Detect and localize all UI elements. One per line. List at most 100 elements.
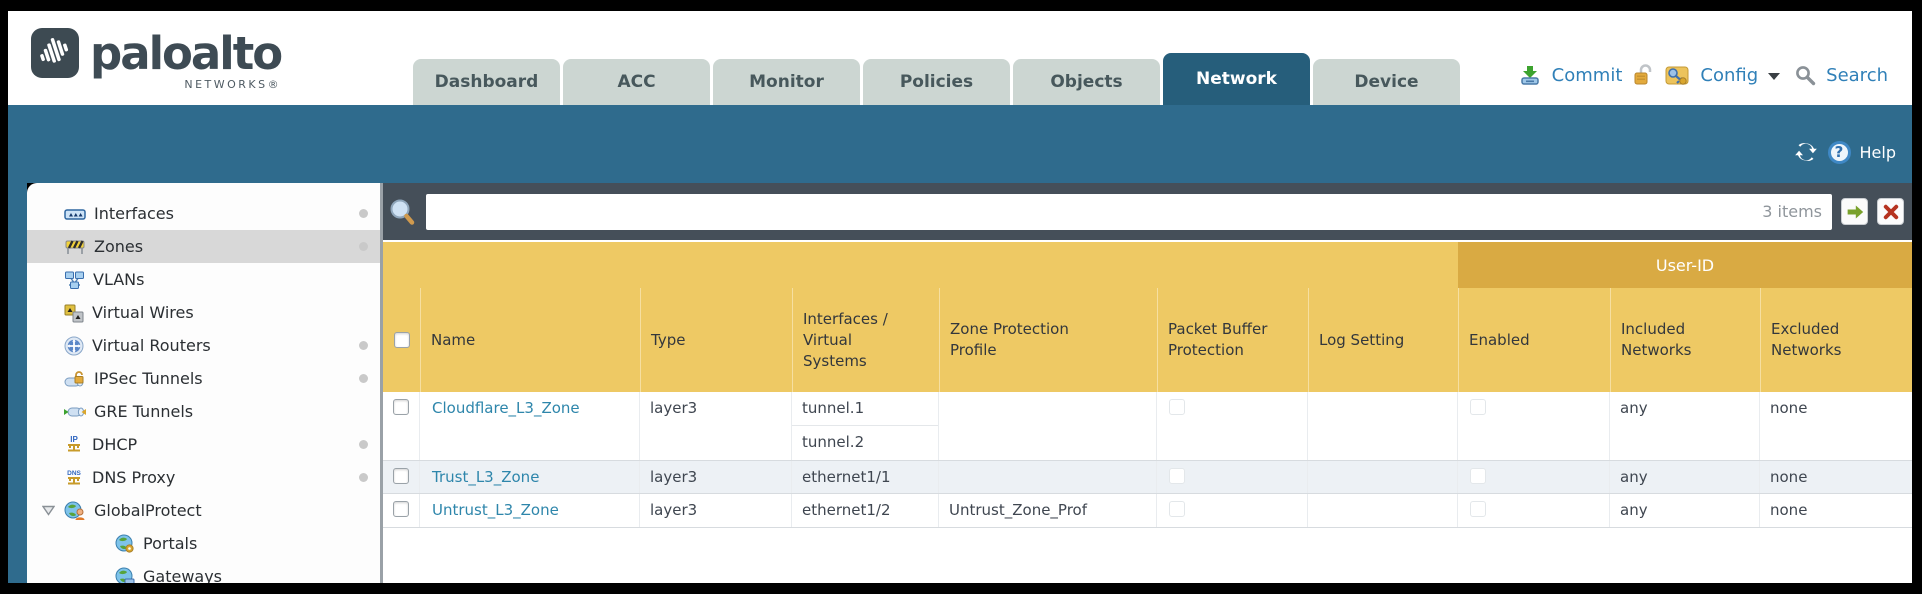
log-setting-cell: [1308, 461, 1458, 493]
column-header-name[interactable]: Name: [420, 288, 640, 392]
excluded-networks-cell: none: [1770, 501, 1808, 519]
sidebar-item-zones[interactable]: Zones: [27, 230, 380, 263]
packet-buffer-checkbox: [1169, 468, 1185, 484]
packet-buffer-protection-cell: [1157, 392, 1308, 460]
tab-dashboard[interactable]: Dashboard: [413, 59, 560, 105]
sidebar-item-dns-proxy[interactable]: DNS DNS Proxy: [27, 461, 380, 494]
column-header-enabled[interactable]: Enabled: [1458, 288, 1610, 392]
commit-icon[interactable]: [1518, 63, 1542, 87]
paloalto-logo: paloalto NETWORKS®: [30, 26, 283, 91]
filter-input[interactable]: [426, 196, 1763, 227]
globalprotect-icon: [64, 501, 86, 521]
enabled-checkbox: [1470, 468, 1486, 484]
status-dot: [359, 374, 368, 383]
sidebar-item-globalprotect[interactable]: GlobalProtect: [27, 494, 380, 527]
interface-subrow: tunnel.1: [792, 392, 938, 426]
chevron-down-icon[interactable]: [1768, 73, 1781, 80]
zones-main-panel: 3 items User-ID Name Type Interfaces / V…: [383, 183, 1912, 583]
row-checkbox[interactable]: [393, 501, 409, 517]
status-dot: [359, 440, 368, 449]
tab-acc[interactable]: ACC: [563, 59, 710, 105]
sidebar-item-interfaces[interactable]: Interfaces: [27, 197, 380, 230]
row-checkbox[interactable]: [393, 468, 409, 484]
sidebar-item-virtual-wires[interactable]: Virtual Wires: [27, 296, 380, 329]
tab-monitor[interactable]: Monitor: [713, 59, 860, 105]
row-checkbox[interactable]: [393, 399, 409, 415]
user-id-enabled-cell: [1458, 392, 1610, 460]
table-row: Cloudflare_L3_Zone layer3 tunnel.1 tunne…: [383, 392, 1912, 461]
column-header-type[interactable]: Type: [640, 288, 792, 392]
column-header-log-setting[interactable]: Log Setting: [1308, 288, 1458, 392]
excluded-networks-cell: none: [1770, 399, 1808, 417]
subheader-bar: ? Help: [8, 105, 1912, 183]
sidebar-item-gateways[interactable]: Gateways: [27, 560, 380, 583]
items-count: 3 items: [1762, 202, 1822, 221]
portals-icon: [115, 534, 135, 554]
column-header-included-networks[interactable]: Included Networks: [1610, 288, 1760, 392]
zone-interfaces-cell: ethernet1/1: [792, 461, 939, 493]
sidebar-item-virtual-routers[interactable]: Virtual Routers: [27, 329, 380, 362]
filter-search-icon: [390, 199, 415, 225]
ipsec-tunnels-icon: [64, 369, 86, 389]
main-nav-tabs: Dashboard ACC Monitor Policies Objects N…: [413, 53, 1460, 105]
commit-button[interactable]: Commit: [1551, 64, 1623, 86]
dns-proxy-icon: DNS: [64, 468, 84, 488]
gateways-icon: [115, 567, 135, 583]
help-icon[interactable]: ?: [1827, 140, 1851, 164]
lock-icon[interactable]: [1632, 63, 1654, 87]
packet-buffer-protection-cell: [1157, 494, 1308, 527]
help-link[interactable]: Help: [1859, 142, 1896, 162]
config-icon[interactable]: [1664, 63, 1690, 87]
filter-input-wrap: 3 items: [426, 193, 1832, 230]
vlans-icon: [64, 270, 85, 290]
sidebar-item-ipsec-tunnels[interactable]: IPSec Tunnels: [27, 362, 380, 395]
packet-buffer-checkbox: [1169, 399, 1185, 415]
zone-name-link[interactable]: Trust_L3_Zone: [432, 468, 540, 486]
apply-filter-button[interactable]: [1841, 198, 1868, 225]
zone-name-link[interactable]: Untrust_L3_Zone: [432, 501, 559, 519]
search-button[interactable]: Search: [1826, 64, 1888, 86]
column-header-packet-buffer-protection[interactable]: Packet Buffer Protection: [1157, 288, 1308, 392]
status-dot: [359, 209, 368, 218]
network-sidebar: Interfaces Zones VLANs Virtual Wires Vir…: [27, 183, 380, 583]
refresh-icon[interactable]: [1793, 139, 1819, 165]
zone-type-cell: layer3: [640, 494, 792, 527]
config-menu[interactable]: Config: [1700, 64, 1759, 86]
svg-text:DNS: DNS: [67, 470, 81, 477]
zone-name-link[interactable]: Cloudflare_L3_Zone: [432, 399, 580, 417]
tab-policies[interactable]: Policies: [863, 59, 1010, 105]
user-id-group-header: User-ID: [1458, 242, 1912, 288]
column-header-excluded-networks[interactable]: Excluded Networks: [1760, 288, 1912, 392]
paloalto-logo-icon: [31, 28, 79, 78]
log-setting-cell: [1308, 494, 1458, 527]
column-header-zone-protection-profile[interactable]: Zone Protection Profile: [939, 288, 1157, 392]
status-dot: [359, 473, 368, 482]
tab-objects[interactable]: Objects: [1013, 59, 1160, 105]
gre-tunnels-icon: [64, 402, 86, 422]
header-actions: Commit Config Search: [1518, 63, 1888, 87]
enabled-checkbox: [1470, 501, 1486, 517]
excluded-networks-cell: none: [1770, 468, 1808, 486]
sidebar-item-portals[interactable]: Portals: [27, 527, 380, 560]
tab-device[interactable]: Device: [1313, 59, 1460, 105]
sidebar-item-vlans[interactable]: VLANs: [27, 263, 380, 296]
sidebar-item-gre-tunnels[interactable]: GRE Tunnels: [27, 395, 380, 428]
zones-table-header: User-ID Name Type Interfaces / Virtual S…: [383, 242, 1912, 392]
sidebar-item-dhcp[interactable]: IP DHCP: [27, 428, 380, 461]
expander-triangle-icon[interactable]: [42, 505, 55, 516]
top-header: paloalto NETWORKS® Dashboard ACC Monitor…: [8, 11, 1912, 105]
user-id-enabled-cell: [1458, 461, 1610, 493]
clear-filter-button[interactable]: [1877, 198, 1904, 225]
filter-bar: 3 items: [383, 183, 1912, 240]
user-id-enabled-cell: [1458, 494, 1610, 527]
select-all-checkbox[interactable]: [393, 332, 410, 348]
packet-buffer-protection-cell: [1157, 461, 1308, 493]
included-networks-cell: any: [1610, 392, 1760, 460]
tab-network[interactable]: Network: [1163, 53, 1310, 105]
interface-subrow: tunnel.2: [802, 433, 865, 451]
search-icon[interactable]: [1794, 64, 1816, 86]
zones-icon: [64, 237, 86, 257]
column-header-interfaces[interactable]: Interfaces / Virtual Systems: [792, 288, 939, 392]
zone-type-cell: layer3: [640, 392, 792, 460]
